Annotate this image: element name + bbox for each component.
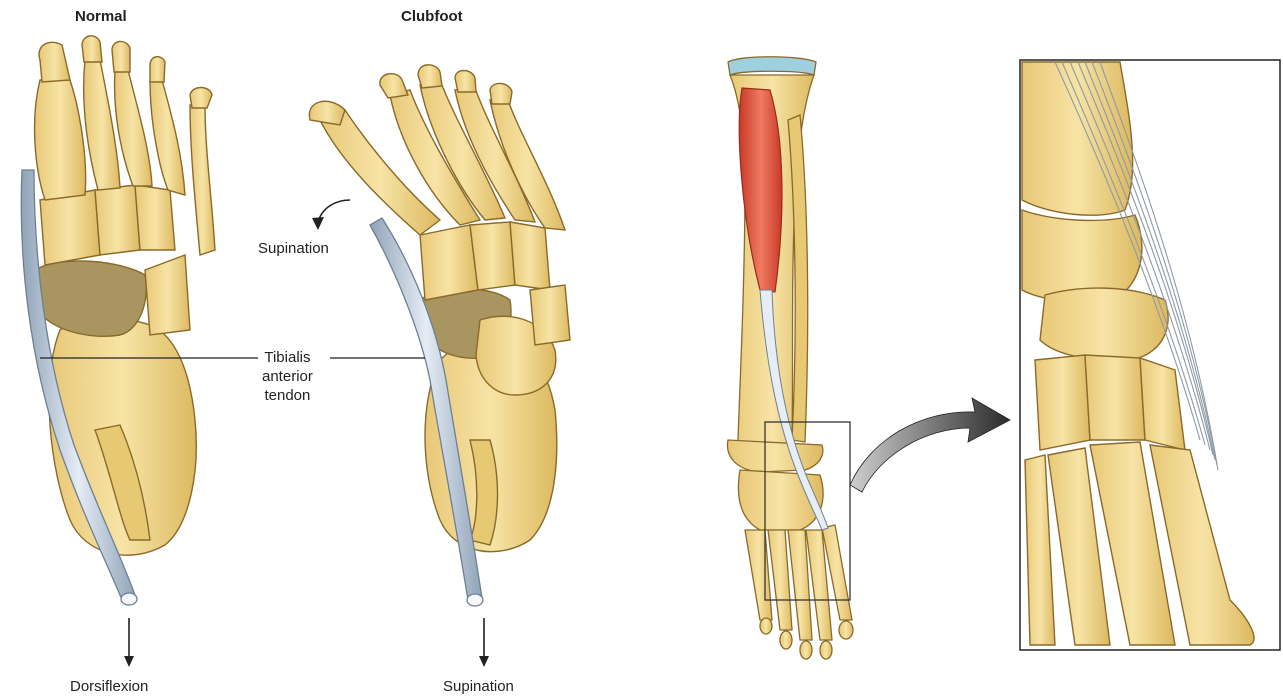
label-supination-upper: Supination xyxy=(258,240,329,257)
supination-down-arrowhead xyxy=(479,656,489,667)
label-tibialis-line1: Tibialis xyxy=(262,348,313,367)
clubfoot-foot xyxy=(309,65,570,552)
title-normal: Normal xyxy=(75,8,127,25)
label-tibialis-anterior-tendon: Tibialis anterior tendon xyxy=(262,348,313,405)
zoom-arrow xyxy=(850,398,1010,492)
zoom-inset xyxy=(1020,60,1280,650)
label-tibialis-line2: anterior xyxy=(262,367,313,386)
dorsiflexion-arrowhead xyxy=(124,656,134,667)
supination-rotation-arrowhead xyxy=(312,217,324,230)
label-supination-lower: Supination xyxy=(443,678,514,695)
label-tibialis-line3: tendon xyxy=(262,386,313,405)
title-clubfoot: Clubfoot xyxy=(401,8,463,25)
normal-foot xyxy=(35,36,215,555)
label-dorsiflexion: Dorsiflexion xyxy=(70,678,148,695)
